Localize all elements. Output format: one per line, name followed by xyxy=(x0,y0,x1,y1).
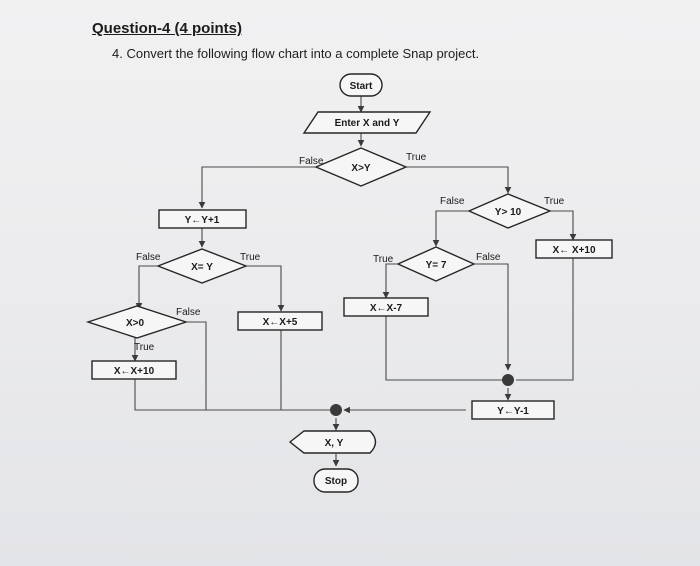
label-true-x-gt-y: True xyxy=(406,152,427,163)
label-true-x-gt-0: True xyxy=(134,342,155,353)
process-y-decrement-label: Y←Y-1 xyxy=(497,406,529,417)
edge-xgty-true xyxy=(406,166,512,194)
output-node: X, Y xyxy=(288,430,377,454)
input-label: Enter X and Y xyxy=(335,118,400,129)
process-x-minus-7: X←X-7 xyxy=(343,297,429,317)
decision-x-gt-y-label: X>Y xyxy=(351,163,371,174)
question-title: Question-4 (4 points) xyxy=(92,20,242,37)
stop-label: Stop xyxy=(325,476,347,487)
process-x-plus-5: X←X+5 xyxy=(237,311,323,331)
label-false-x-eq-y: False xyxy=(136,252,161,263)
process-x-plus-10-left: X←X+10 xyxy=(91,360,177,380)
label-true-y-gt-10: True xyxy=(544,196,565,207)
edge-yeq7-false xyxy=(474,263,512,371)
decision-x-gt-y: X>Y xyxy=(314,147,408,187)
process-x-plus-5-label: X←X+5 xyxy=(263,317,298,328)
edge-xplus5-merge xyxy=(280,330,336,411)
decision-x-eq-y-label: X= Y xyxy=(191,262,213,273)
edge-yeq7-true xyxy=(382,263,398,299)
process-y-decrement: Y←Y-1 xyxy=(471,400,555,420)
label-false-y-eq-7: False xyxy=(476,252,501,263)
decision-y-gt-10-label: Y> 10 xyxy=(495,207,522,218)
process-x-plus-10-right-label: X← X+10 xyxy=(552,245,596,256)
merge-point-right xyxy=(502,374,514,386)
edge-xeqy-true xyxy=(246,265,285,312)
decision-x-eq-y: X= Y xyxy=(156,248,248,284)
label-true-y-eq-7: True xyxy=(373,254,394,265)
decision-y-gt-10: Y> 10 xyxy=(467,193,552,229)
process-y-increment: Y←Y+1 xyxy=(158,209,247,229)
edge-xgty-false xyxy=(198,166,316,209)
decision-x-gt-0: X>0 xyxy=(85,305,189,339)
decision-y-eq-7: Y= 7 xyxy=(396,246,476,282)
decision-x-gt-0-label: X>0 xyxy=(126,318,145,329)
edge-ygt10-true xyxy=(550,210,577,241)
connectors xyxy=(131,96,577,467)
label-true-x-eq-y: True xyxy=(240,252,261,263)
input-node: Enter X and Y xyxy=(302,111,432,134)
process-x-minus-7-label: X←X-7 xyxy=(370,303,403,314)
start-label: Start xyxy=(350,81,373,92)
start-node: Start xyxy=(339,73,383,97)
output-label: X, Y xyxy=(325,438,344,449)
edge-xminus7-merge xyxy=(385,316,508,381)
stop-node: Stop xyxy=(313,468,359,493)
edge-xplus10left-merge xyxy=(134,379,206,411)
edge-xeqy-false xyxy=(135,265,158,310)
label-false-x-gt-0: False xyxy=(176,307,201,318)
edge-xplus10right-merge xyxy=(516,258,574,381)
label-false-x-gt-y: False xyxy=(299,156,324,167)
question-instruction: 4. Convert the following flow chart into… xyxy=(112,46,480,61)
edge-ygt10-false xyxy=(432,210,469,247)
edge-xgt0-false xyxy=(186,321,336,411)
decision-y-eq-7-label: Y= 7 xyxy=(426,260,447,271)
process-x-plus-10-left-label: X←X+10 xyxy=(114,366,155,377)
merge-point-bottom xyxy=(330,404,342,416)
process-y-increment-label: Y←Y+1 xyxy=(185,215,220,226)
process-x-plus-10-right: X← X+10 xyxy=(535,239,613,259)
label-false-y-gt-10: False xyxy=(440,196,465,207)
